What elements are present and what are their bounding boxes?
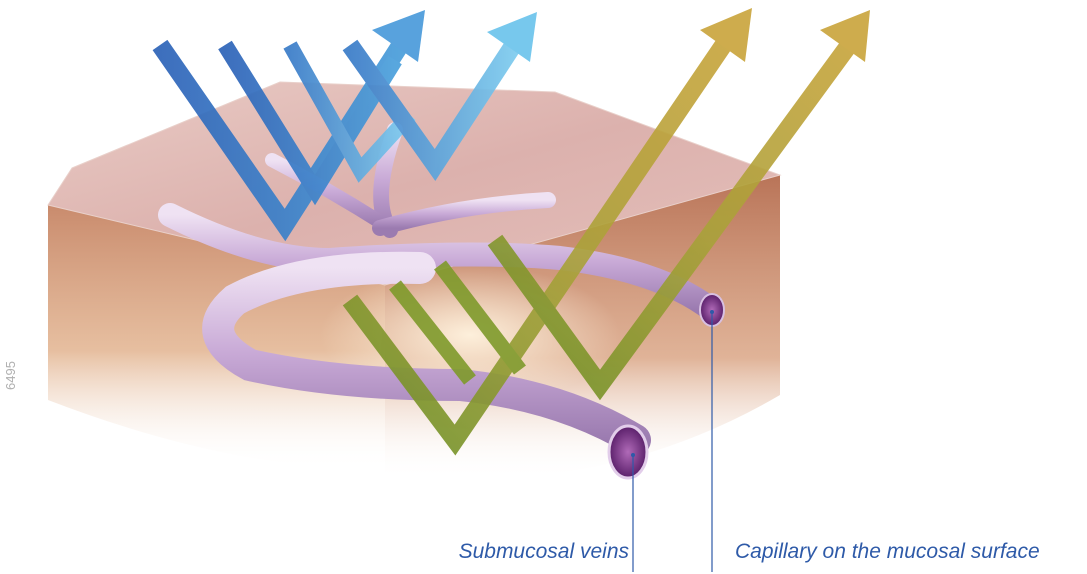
vein-lumen	[609, 426, 647, 478]
capillary-label: Capillary on the mucosal surface	[735, 540, 1040, 564]
capillary-leader-dot	[710, 310, 714, 314]
figure-id: 6495	[3, 361, 18, 390]
submucosal-veins-label: Submucosal veins	[459, 540, 629, 564]
veins-leader-dot	[631, 453, 635, 457]
